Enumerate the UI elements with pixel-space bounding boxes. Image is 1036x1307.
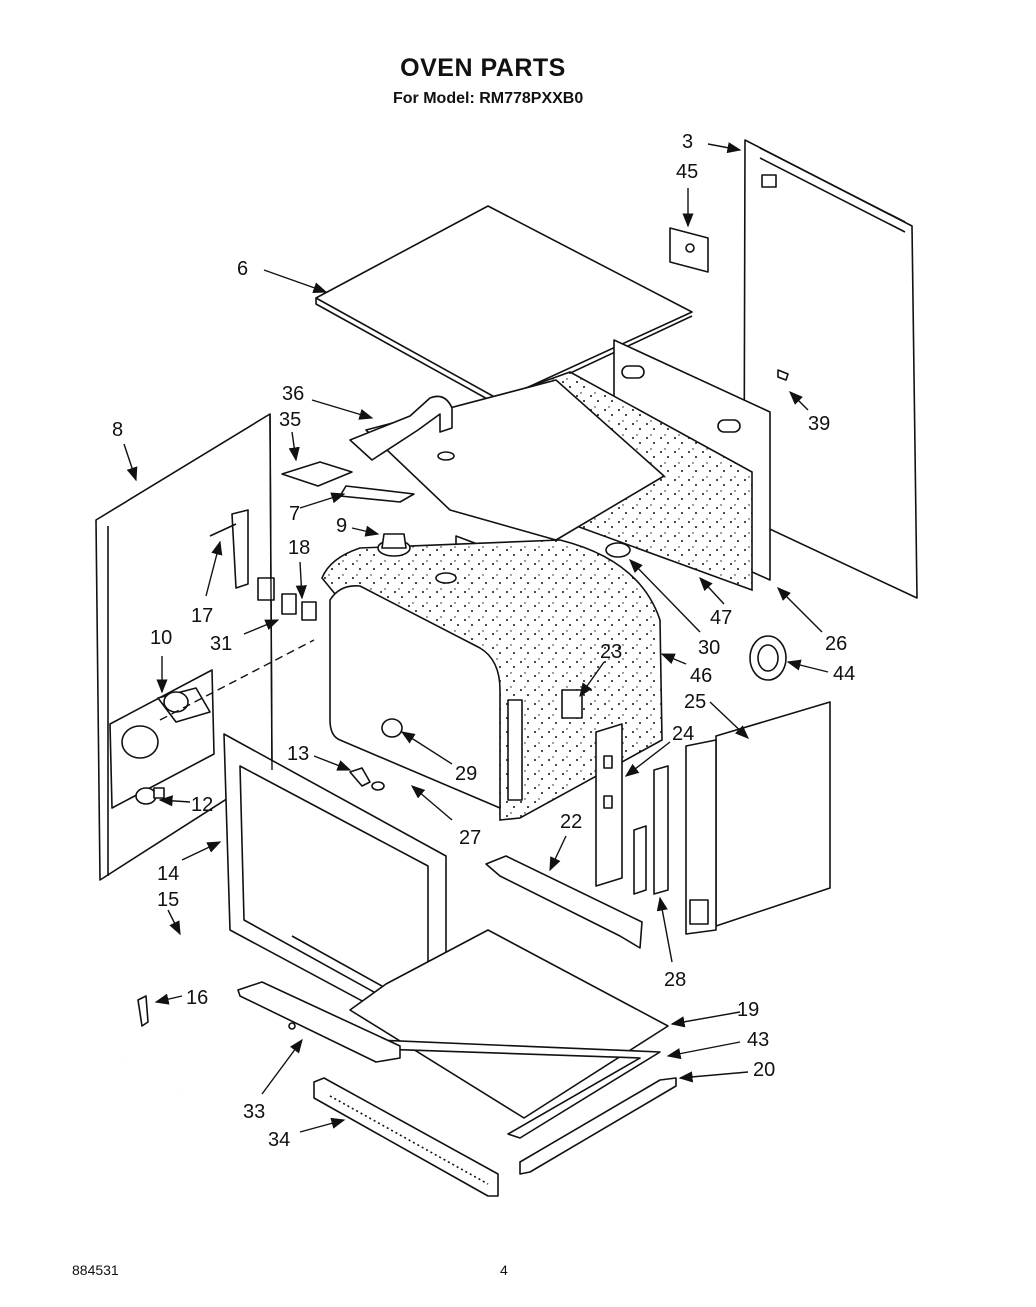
callout-14: 14 bbox=[157, 863, 179, 885]
page-title: OVEN PARTS bbox=[400, 54, 566, 82]
part-44-ring bbox=[749, 635, 787, 681]
callout-7: 7 bbox=[289, 503, 300, 525]
callout-16: 16 bbox=[186, 987, 208, 1009]
document-number: 884531 bbox=[72, 1262, 119, 1278]
callout-18: 18 bbox=[288, 537, 310, 559]
callout-12: 12 bbox=[191, 794, 213, 816]
callout-36: 36 bbox=[282, 383, 304, 405]
callout-43: 43 bbox=[747, 1029, 769, 1051]
callout-27: 27 bbox=[459, 827, 481, 849]
part-13-clip bbox=[349, 767, 385, 791]
callout-46: 46 bbox=[690, 665, 712, 687]
callout-35: 35 bbox=[279, 409, 301, 431]
oven-cavity bbox=[321, 533, 663, 821]
callout-44: 44 bbox=[833, 663, 855, 685]
part-19-bottom-panel bbox=[349, 929, 669, 1119]
callout-29: 29 bbox=[455, 763, 477, 785]
part-33-rail bbox=[237, 981, 401, 1063]
part-25-panel bbox=[685, 701, 831, 935]
callout-22: 22 bbox=[560, 811, 582, 833]
part-22-rail bbox=[485, 855, 643, 949]
callout-6: 6 bbox=[237, 258, 248, 280]
part-45-bracket bbox=[669, 227, 709, 273]
part-17-bracket bbox=[209, 509, 249, 589]
page-number: 4 bbox=[500, 1262, 508, 1278]
part-20-rail bbox=[519, 1077, 677, 1175]
callout-25: 25 bbox=[684, 691, 706, 713]
part-3-side-panel bbox=[743, 139, 918, 599]
part-10-light-housing bbox=[109, 669, 215, 809]
callout-45: 45 bbox=[676, 161, 698, 183]
callout-33: 33 bbox=[243, 1101, 265, 1123]
part-34-vent bbox=[313, 1077, 499, 1197]
part-28-hinge bbox=[633, 765, 669, 895]
callout-24: 24 bbox=[672, 723, 694, 745]
alignment-line bbox=[269, 413, 273, 771]
callout-10: 10 bbox=[150, 627, 172, 649]
part-6-top-panel bbox=[315, 205, 693, 407]
part-24-hinge-bracket bbox=[595, 723, 623, 887]
leader-arrows bbox=[123, 142, 829, 1133]
callout-47: 47 bbox=[710, 607, 732, 629]
part-18-switch bbox=[257, 577, 317, 621]
callout-13: 13 bbox=[287, 743, 309, 765]
callout-9: 9 bbox=[336, 515, 347, 537]
callout-3: 3 bbox=[682, 131, 693, 153]
callout-28: 28 bbox=[664, 969, 686, 991]
callout-39: 39 bbox=[808, 413, 830, 435]
callout-17: 17 bbox=[191, 605, 213, 627]
alignment-line bbox=[159, 639, 315, 721]
callout-8: 8 bbox=[112, 419, 123, 441]
callout-23: 23 bbox=[600, 641, 622, 663]
callout-19: 19 bbox=[737, 999, 759, 1021]
callout-34: 34 bbox=[268, 1129, 290, 1151]
callout-26: 26 bbox=[825, 633, 847, 655]
part-15-gasket bbox=[71, 879, 229, 1121]
callout-15: 15 bbox=[157, 889, 179, 911]
callout-20: 20 bbox=[753, 1059, 775, 1081]
callout-31: 31 bbox=[210, 633, 232, 655]
model-subtitle: For Model: RM778PXXB0 bbox=[393, 90, 584, 107]
callout-30: 30 bbox=[698, 637, 720, 659]
